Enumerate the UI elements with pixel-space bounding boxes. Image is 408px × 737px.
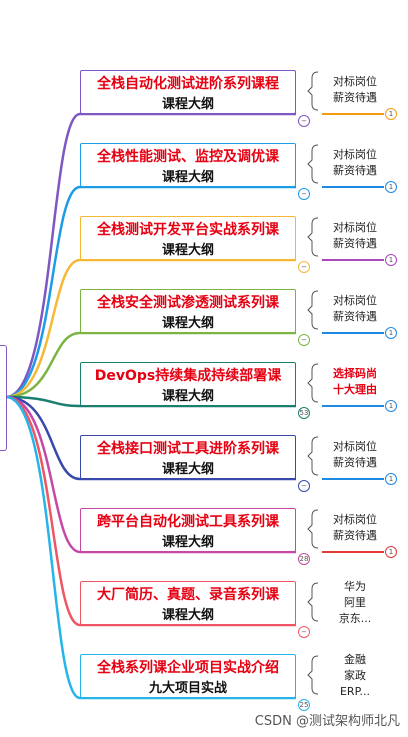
branch-connector (5, 395, 296, 554)
branch-connector (5, 112, 296, 399)
course-node-7[interactable]: 大厂简历、真题、录音系列课 课程大纲 (80, 581, 296, 625)
course-subtitle: 课程大纲 (161, 608, 214, 623)
watermark: CSDN @测试架构师北凡 (254, 714, 400, 729)
note-line: 薪资待遇 (333, 164, 377, 177)
note-line: 薪资待遇 (333, 237, 377, 250)
note-bracket (307, 144, 319, 184)
note-count-badge[interactable]: 1 (385, 473, 397, 485)
note-line: 薪资待遇 (333, 456, 377, 469)
course-title: 大厂简历、真题、录音系列课 (97, 587, 279, 603)
note-bracket (307, 71, 319, 111)
collapse-badge[interactable]: − (298, 115, 310, 127)
note-line: 金融 (344, 653, 366, 666)
collapse-badge[interactable]: − (298, 188, 310, 200)
note-count-badge[interactable]: 1 (385, 181, 397, 193)
note-line: 对标岗位 (333, 148, 377, 161)
course-subtitle: 课程大纲 (161, 389, 214, 404)
note-count-badge[interactable]: 1 (385, 327, 397, 339)
collapse-badge[interactable]: 28 (298, 553, 310, 565)
note-line: 对标岗位 (333, 440, 377, 453)
collapse-badge[interactable]: − (298, 334, 310, 346)
course-note[interactable]: 对标岗位薪资待遇 (320, 220, 390, 252)
course-node-0[interactable]: 全栈自动化测试进阶系列课程 课程大纲 (80, 70, 296, 114)
course-subtitle: 课程大纲 (161, 316, 214, 331)
branch-connector (5, 395, 296, 481)
note-bracket (307, 217, 319, 257)
note-line: 十大理由 (333, 383, 377, 396)
course-title: 跨平台自动化测试工具系列课 (97, 514, 279, 530)
note-line: 华为 (344, 580, 366, 593)
note-line: 家政 (344, 669, 366, 682)
course-node-3[interactable]: 全栈安全测试渗透测试系列课 课程大纲 (80, 289, 296, 333)
branch-connector (5, 395, 296, 408)
course-note[interactable]: 对标岗位薪资待遇 (320, 439, 390, 471)
course-title: 全栈测试开发平台实战系列课 (97, 222, 279, 238)
collapse-badge[interactable]: − (298, 480, 310, 492)
course-note[interactable]: 对标岗位薪资待遇 (320, 74, 390, 106)
collapse-badge[interactable]: − (298, 261, 310, 273)
collapse-badge[interactable]: 25 (298, 699, 310, 711)
note-count-badge[interactable]: 1 (385, 400, 397, 412)
course-note[interactable]: 金融家政 ERP... (320, 652, 390, 700)
note-line: 对标岗位 (333, 75, 377, 88)
note-count-badge[interactable]: 1 (385, 546, 397, 558)
course-subtitle: 课程大纲 (161, 462, 214, 477)
course-note[interactable]: 对标岗位薪资待遇 (320, 293, 390, 325)
note-count-badge[interactable]: 1 (385, 108, 397, 120)
branch-connector (5, 395, 296, 627)
course-node-4[interactable]: DevOps持续集成持续部署课 课程大纲 (80, 362, 296, 406)
note-bracket (307, 509, 319, 549)
note-bracket (307, 436, 319, 476)
course-note[interactable]: 对标岗位薪资待遇 (320, 512, 390, 544)
course-title: DevOps持续集成持续部署课 (94, 368, 282, 384)
note-bracket (307, 290, 319, 330)
note-line: 对标岗位 (333, 513, 377, 526)
note-line: 对标岗位 (333, 294, 377, 307)
course-node-1[interactable]: 全栈性能测试、监控及调优课 课程大纲 (80, 143, 296, 187)
note-line: ERP... (339, 685, 370, 698)
course-title: 全栈性能测试、监控及调优课 (97, 149, 279, 165)
branch-connector (5, 331, 296, 399)
course-title: 全栈系列课企业项目实战介绍 (97, 660, 279, 676)
course-note[interactable]: 华为阿里京东... (320, 579, 390, 627)
note-bracket (307, 363, 319, 403)
course-node-6[interactable]: 跨平台自动化测试工具系列课 课程大纲 (80, 508, 296, 552)
course-title: 全栈自动化测试进阶系列课程 (97, 76, 279, 92)
note-line: 选择码尚 (333, 367, 377, 380)
branch-connector (5, 185, 296, 399)
note-line: 京东... (338, 612, 372, 625)
course-node-5[interactable]: 全栈接口测试工具进阶系列课 课程大纲 (80, 435, 296, 479)
note-line: 对标岗位 (333, 221, 377, 234)
course-subtitle: 课程大纲 (161, 243, 214, 258)
note-bracket (307, 582, 319, 622)
note-line: 薪资待遇 (333, 91, 377, 104)
note-line: 薪资待遇 (333, 529, 377, 542)
branch-connector (5, 258, 296, 399)
branch-connector (5, 395, 296, 700)
collapse-badge[interactable]: − (298, 626, 310, 638)
course-subtitle: 课程大纲 (161, 535, 214, 550)
course-note[interactable]: 选择码尚十大理由 (320, 366, 390, 398)
course-title: 全栈安全测试渗透测试系列课 (97, 295, 279, 311)
course-note[interactable]: 对标岗位薪资待遇 (320, 147, 390, 179)
course-subtitle: 课程大纲 (161, 97, 214, 112)
course-subtitle: 课程大纲 (161, 170, 214, 185)
note-count-badge[interactable]: 1 (385, 254, 397, 266)
course-subtitle: 九大项目实战 (148, 681, 227, 696)
note-bracket (307, 655, 319, 695)
collapse-badge[interactable]: 53 (298, 407, 310, 419)
note-line: 阿里 (344, 596, 366, 609)
root-node-edge[interactable] (0, 345, 7, 451)
course-node-8[interactable]: 全栈系列课企业项目实战介绍 九大项目实战 (80, 654, 296, 698)
note-line: 薪资待遇 (333, 310, 377, 323)
course-node-2[interactable]: 全栈测试开发平台实战系列课 课程大纲 (80, 216, 296, 260)
course-title: 全栈接口测试工具进阶系列课 (97, 441, 279, 457)
